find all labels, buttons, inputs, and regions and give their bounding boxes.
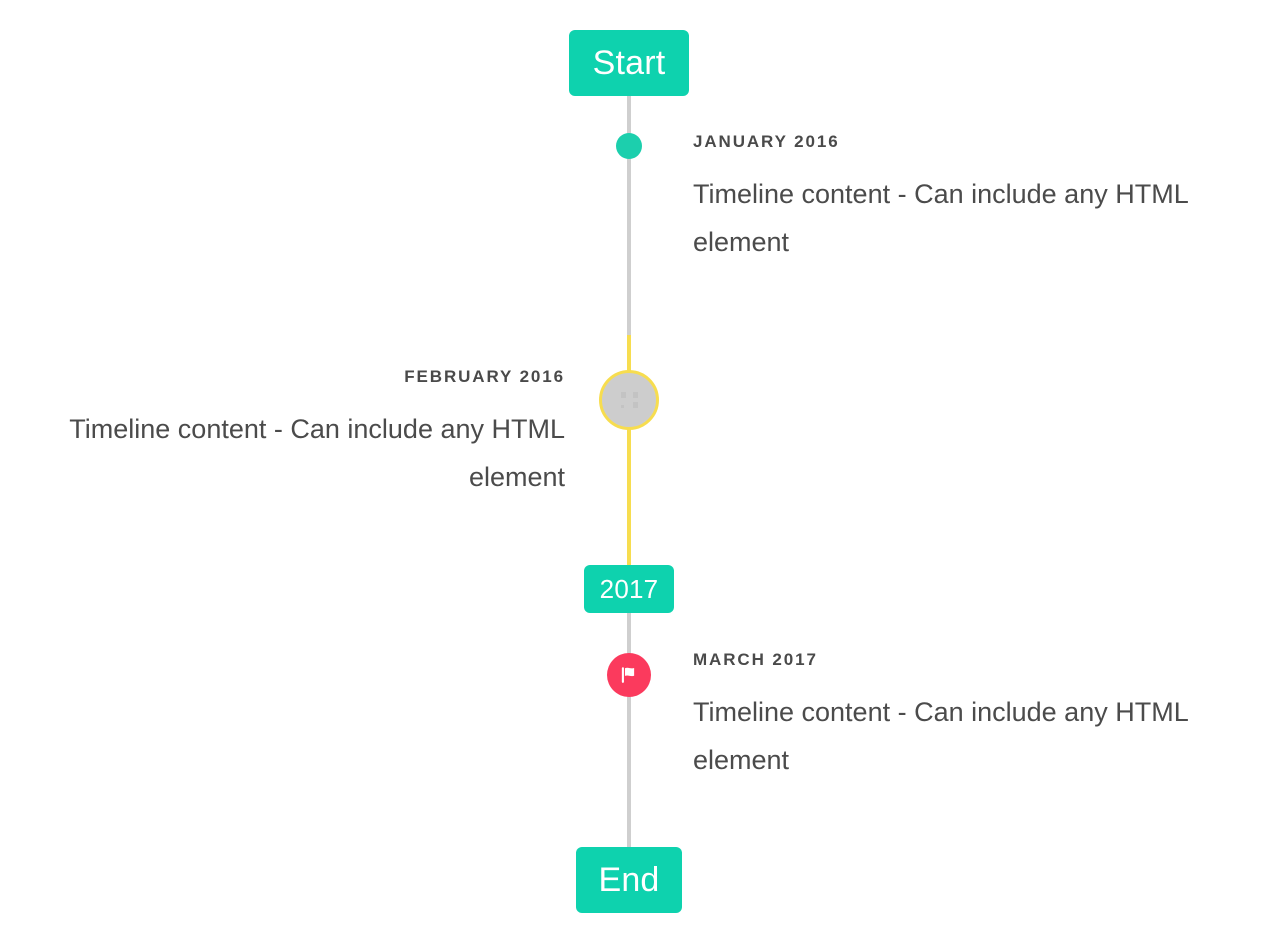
- entry-body-march: Timeline content - Can include any HTML …: [693, 697, 1188, 776]
- image-marker[interactable]: [599, 370, 659, 430]
- timeline-entry-january: January 2016 Timeline content - Can incl…: [693, 133, 1223, 266]
- entry-body-january: Timeline content - Can include any HTML …: [693, 179, 1188, 258]
- dot-marker[interactable]: [616, 133, 642, 159]
- flag-icon: [618, 664, 640, 686]
- entry-date-march: March 2017: [693, 650, 818, 669]
- timeline-line-segment-bottom: [627, 612, 631, 852]
- timeline-end-badge[interactable]: End: [576, 847, 682, 913]
- timeline-year-badge[interactable]: 2017: [584, 565, 674, 613]
- broken-image-icon: [620, 392, 638, 408]
- entry-date-february: February 2016: [404, 367, 565, 386]
- timeline-entry-march: March 2017 Timeline content - Can includ…: [693, 651, 1223, 784]
- timeline-line-segment-active: [627, 335, 631, 570]
- timeline-entry-february: February 2016 Timeline content - Can inc…: [35, 368, 565, 501]
- entry-body-february: Timeline content - Can include any HTML …: [69, 414, 565, 493]
- entry-date-january: January 2016: [693, 132, 840, 151]
- timeline-line-segment-top: [627, 95, 631, 335]
- flag-marker[interactable]: [607, 653, 651, 697]
- timeline-start-badge[interactable]: Start: [569, 30, 689, 96]
